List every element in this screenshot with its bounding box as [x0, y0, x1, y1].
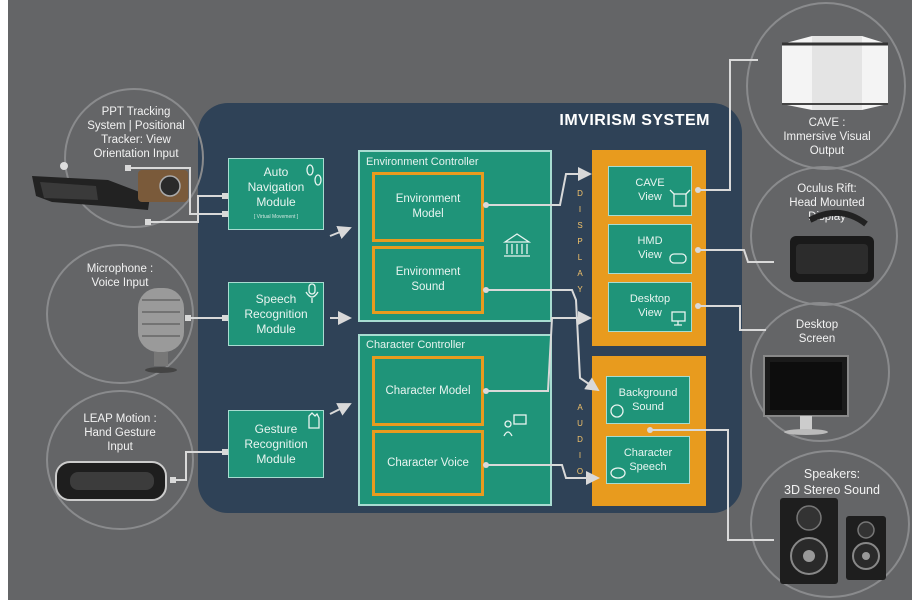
- speakers-label: Speakers:3D Stereo Sound: [784, 467, 880, 497]
- characters-chat-icon: [503, 414, 527, 437]
- speakers-circle: [750, 450, 910, 598]
- environment-controller-title: Environment Controller: [366, 156, 479, 168]
- leap-motion-circle: [46, 390, 194, 530]
- microphone-circle: [46, 244, 194, 384]
- desktop-view-icon: [671, 311, 686, 326]
- ppt-tracking-circle: [64, 88, 204, 228]
- cave-view-icon: [669, 189, 691, 207]
- microphone-label: Microphone :Voice Input: [86, 263, 154, 289]
- desktop-circle: [750, 302, 890, 442]
- character-model: Character Model: [372, 356, 484, 426]
- character-voice: Character Voice: [372, 430, 484, 496]
- footsteps-icon: [306, 164, 322, 186]
- cave-room-image: [782, 36, 888, 110]
- system-title: IMVIRISM SYSTEM: [559, 112, 710, 129]
- character-controller: [358, 334, 552, 506]
- connector-dots: [125, 165, 701, 483]
- speech-bubble-icon: [610, 467, 626, 479]
- speakers-image: [780, 498, 886, 584]
- speaker-sound-icon: [610, 404, 624, 418]
- oculus-rift-image: [790, 210, 874, 282]
- desktop-monitor-image: [763, 355, 849, 435]
- bank-building-icon: [502, 233, 532, 257]
- microphone-icon: [305, 283, 319, 303]
- character-controller-title: Character Controller: [366, 339, 466, 351]
- connector-lines: [128, 59, 774, 541]
- microphone-image: [138, 288, 184, 373]
- hand-icon: [308, 412, 320, 429]
- hmd-view-icon: [669, 253, 687, 264]
- vr-glasses-tracker-image: [32, 162, 188, 210]
- leap-motion-image: [55, 461, 167, 501]
